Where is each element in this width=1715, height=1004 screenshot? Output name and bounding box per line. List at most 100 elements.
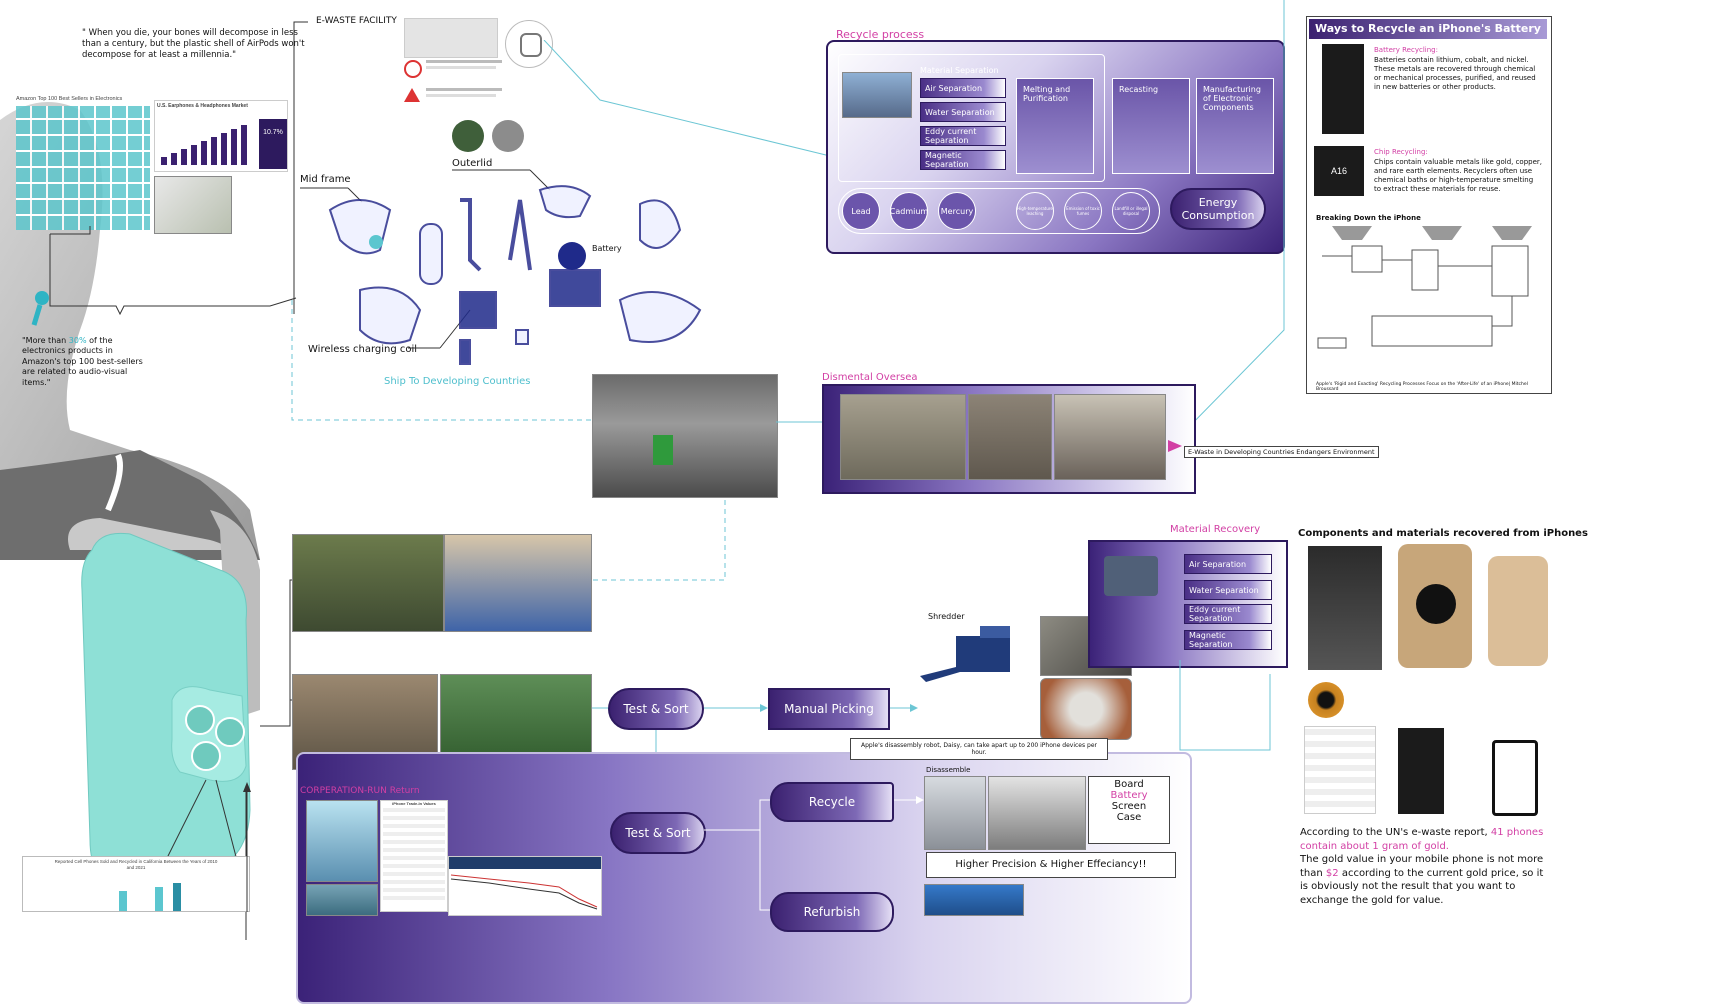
mr-magnetic-separation: Magnetic Separation bbox=[1184, 630, 1272, 650]
mr-water-separation: Water Separation bbox=[1184, 580, 1272, 600]
battery-recycling-title: Battery Recycling: bbox=[1374, 46, 1438, 54]
rp-water-separation: Water Separation bbox=[920, 102, 1006, 122]
disassemble-label: Disassemble bbox=[926, 766, 971, 774]
stat-suffix: of the electronics products in Amazon's … bbox=[22, 336, 143, 387]
components-table bbox=[1304, 726, 1376, 814]
facility-bracket bbox=[293, 21, 308, 314]
chip-image: A16 bbox=[1314, 146, 1364, 196]
material-sep-frame bbox=[838, 54, 1105, 182]
iphone-frame-image bbox=[1398, 544, 1472, 668]
gold-p1a: According to the UN's e-waste report, bbox=[1300, 827, 1491, 838]
mr-air-separation: Air Separation bbox=[1184, 554, 1272, 574]
rp-circle-landfill: Landfill or illegal disposal bbox=[1112, 192, 1150, 230]
iphone-board-image bbox=[1308, 546, 1382, 670]
ship-label: Ship To Developing Countries bbox=[384, 376, 531, 387]
trade-in-line-chart bbox=[448, 856, 602, 916]
airpod-parts-illustration bbox=[328, 185, 702, 365]
board-list-item-battery: Battery bbox=[1110, 790, 1148, 801]
components-title: Components and materials recovered from … bbox=[1298, 528, 1588, 539]
market-pct: 10.7% bbox=[259, 119, 287, 169]
corp-return-title: CORPERATION-RUN Return bbox=[300, 786, 420, 796]
part-label-wireless: Wireless charging coil bbox=[308, 344, 418, 355]
chip-label: A16 bbox=[1330, 166, 1347, 176]
shredder-machine bbox=[920, 626, 1010, 682]
airpods-quote: " When you die, your bones will decompos… bbox=[82, 28, 305, 61]
airpods-icon bbox=[505, 20, 553, 68]
gold-p1b: 41 phones contain about 1 gram of gold. bbox=[1300, 827, 1544, 852]
ways-footer: Apple's 'Rigid and Exacting' Recycling P… bbox=[1316, 382, 1528, 392]
part-label-battery: Battery bbox=[592, 244, 622, 253]
rp-circle-mercury: Mercury bbox=[938, 192, 976, 230]
gold-p2b: $2 bbox=[1325, 867, 1339, 879]
trade-in-table: iPhone Trade-In Values bbox=[380, 800, 448, 912]
test-sort-button-1[interactable]: Test & Sort bbox=[608, 688, 704, 730]
part-label-outerlid: Outerlid bbox=[452, 158, 493, 169]
cali-chart-title: Reported Cell Phones Sold and Recycled i… bbox=[54, 859, 218, 870]
ear-connector bbox=[49, 226, 297, 316]
rp-manufacturing: Manufacturing of Electronic Components bbox=[1196, 78, 1274, 174]
higher-precision-box: Higher Precision & Higher Effeciancy!! bbox=[926, 852, 1176, 878]
gold-text: According to the UN's e-waste report, 41… bbox=[1300, 826, 1548, 907]
dismantle-title: Dismental Oversea bbox=[822, 372, 918, 383]
rp-melting: Melting and Purification bbox=[1016, 78, 1094, 174]
photo-connectors bbox=[543, 40, 831, 423]
iphone-back-image bbox=[1488, 556, 1548, 666]
facility-doc-thumbnail bbox=[404, 18, 498, 58]
material-recovery-machine bbox=[1104, 556, 1158, 596]
board-list-item-board: Board bbox=[1114, 779, 1144, 790]
store-return-photo bbox=[444, 534, 592, 632]
amazon-title: Amazon Top 100 Best Sellers in Electroni… bbox=[16, 96, 123, 102]
trade-in-case-photo bbox=[306, 884, 378, 916]
mr-connector bbox=[1179, 660, 1271, 751]
rp-to-ways-line bbox=[1183, 0, 1285, 433]
battery-recycling-text: Batteries contain lithium, cobalt, and n… bbox=[1374, 56, 1536, 92]
iphone-illustration bbox=[60, 510, 270, 890]
gold-p2a: The gold value in your mobile phone is n… bbox=[1300, 854, 1544, 879]
breaking-down-diagram bbox=[1317, 226, 1532, 349]
recycle-process-title: Recycle process bbox=[836, 28, 925, 41]
rp-circle-leaching: High-temperature leaching bbox=[1016, 192, 1054, 230]
trade-in-title: iPhone Trade-In Values bbox=[392, 801, 436, 806]
dismantle-photo-3 bbox=[1054, 394, 1166, 480]
chip-recycling-text: Chips contain valuable metals like gold,… bbox=[1374, 158, 1543, 194]
circuit-icon bbox=[452, 120, 484, 152]
daisy-note: Apple's disassembly robot, Daisy, can ta… bbox=[850, 738, 1108, 760]
ewaste-facility-title: E-WASTE FACILITY bbox=[316, 16, 397, 26]
refurbish-photo bbox=[924, 884, 1024, 916]
mr-eddy-separation: Eddy current Separation bbox=[1184, 604, 1272, 624]
flex-cable-image bbox=[1492, 740, 1538, 816]
manual-picking-button[interactable]: Manual Picking bbox=[768, 688, 890, 730]
ways-title: Ways to Recycle an iPhone's Battery bbox=[1309, 19, 1547, 39]
ewaste-warehouse-photo bbox=[592, 374, 778, 498]
material-separation-label: Material Separation bbox=[920, 66, 999, 75]
gold-p2c: according to the current gold price, so … bbox=[1300, 867, 1544, 906]
return-arrows bbox=[592, 704, 918, 810]
chip-recycling-title: Chip Recycling: bbox=[1374, 148, 1428, 156]
battery-image bbox=[1322, 44, 1364, 134]
ship-dashed-path bbox=[291, 300, 726, 581]
rp-circle-fumes: Emission of toxic fumes bbox=[1064, 192, 1102, 230]
bin-return-photo bbox=[292, 534, 444, 632]
cali-chart-thumbnail: Reported Cell Phones Sold and Recycled i… bbox=[22, 856, 250, 912]
robot-photo-1 bbox=[924, 776, 986, 850]
board-list-box: Board Battery Screen Case bbox=[1088, 776, 1170, 844]
trade-in-phone-photo bbox=[306, 800, 378, 882]
part-label-mid-frame: Mid frame bbox=[300, 174, 351, 185]
test-sort-button-2[interactable]: Test & Sort bbox=[610, 812, 706, 854]
up-arrow bbox=[243, 782, 251, 912]
dismantle-photo-1 bbox=[840, 394, 966, 480]
stat-prefix: "More than bbox=[22, 336, 69, 345]
rp-circle-lead: Lead bbox=[842, 192, 880, 230]
market-title: U.S. Earphones & Headphones Market bbox=[157, 103, 248, 109]
breaking-down-title: Breaking Down the iPhone bbox=[1316, 214, 1421, 222]
airpods-box-photo bbox=[154, 176, 232, 234]
hazard-doc bbox=[404, 58, 504, 114]
board-list-item-case: Case bbox=[1116, 812, 1142, 823]
board-list-item-screen: Screen bbox=[1111, 801, 1147, 812]
refurbish-button[interactable]: Refurbish bbox=[770, 892, 894, 932]
recycle-button[interactable]: Recycle bbox=[770, 782, 894, 822]
more-than-stat: "More than 30% of the electronics produc… bbox=[22, 336, 150, 388]
recycle-facility-photo bbox=[842, 72, 912, 118]
rp-eddy-separation: Eddy current Separation bbox=[920, 126, 1006, 146]
rp-recasting: Recasting bbox=[1112, 78, 1190, 174]
